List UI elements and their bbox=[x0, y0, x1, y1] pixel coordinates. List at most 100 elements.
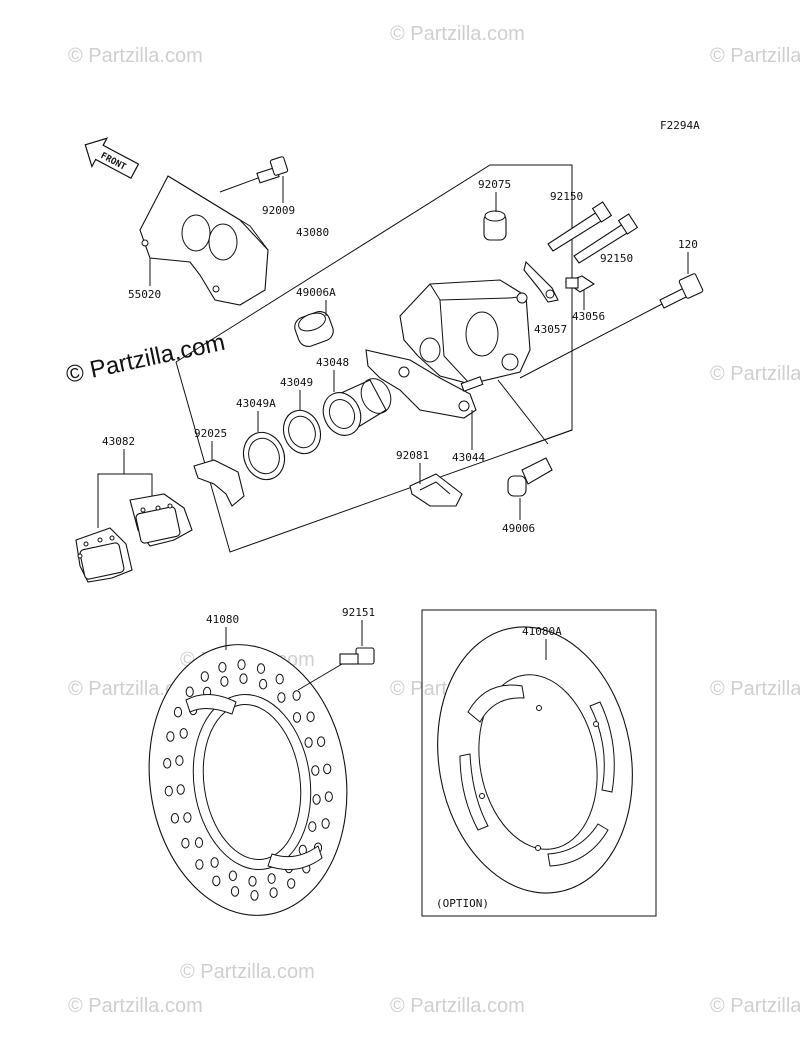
brake-disc-41080A bbox=[437, 626, 633, 894]
disc-drill-hole bbox=[317, 736, 326, 748]
disc-drill-hole bbox=[176, 784, 185, 795]
disc-drill-hole bbox=[166, 731, 175, 742]
boot-49006 bbox=[507, 457, 553, 497]
disc-drill-hole bbox=[306, 711, 315, 723]
disc-drill-hole bbox=[230, 886, 240, 897]
disc-drill-hole bbox=[175, 755, 184, 766]
disc-drill-hole bbox=[194, 837, 204, 848]
disc-drill-hole bbox=[311, 765, 320, 776]
part-label-49006A: 49006A bbox=[296, 286, 336, 299]
watermark: © Partzilla.com bbox=[710, 678, 800, 700]
watermark: © Partzilla.com bbox=[390, 23, 525, 45]
part-label-92025: 92025 bbox=[194, 427, 227, 440]
option-box bbox=[421, 609, 657, 917]
spring-43057 bbox=[523, 260, 559, 303]
pin-92150-b bbox=[573, 213, 639, 264]
watermark: © Partzilla.com bbox=[68, 995, 203, 1017]
part-label-43048: 43048 bbox=[316, 356, 349, 369]
pin-92150-a bbox=[547, 201, 613, 252]
disc-drill-hole bbox=[323, 763, 332, 775]
disc-drill-hole bbox=[239, 673, 248, 685]
disc-drill-hole bbox=[275, 673, 284, 685]
disc-drill-hole bbox=[173, 706, 183, 718]
disc-drill-hole bbox=[304, 737, 313, 748]
figure-code: F2294A bbox=[660, 119, 700, 132]
watermark: © Partzilla.com bbox=[710, 363, 800, 385]
boot-49006A bbox=[294, 311, 334, 347]
watermark: © Partzilla.com bbox=[710, 45, 800, 67]
part-label-43049: 43049 bbox=[280, 376, 313, 389]
part-label-43049A: 43049A bbox=[236, 397, 276, 410]
part-label-55020: 55020 bbox=[128, 288, 161, 301]
disc-drill-hole bbox=[267, 873, 276, 884]
disc-drill-hole bbox=[292, 690, 301, 701]
disc-drill-hole bbox=[185, 686, 194, 698]
option-label: (OPTION) bbox=[436, 897, 489, 910]
disc-drill-hole bbox=[259, 678, 268, 690]
piston-43048 bbox=[322, 378, 392, 436]
disc-drill-hole bbox=[228, 870, 237, 882]
disc-drill-hole bbox=[269, 887, 278, 899]
front-arrow-icon: FRONT bbox=[84, 137, 140, 180]
disc-drill-hole bbox=[195, 859, 204, 870]
disc-drill-hole bbox=[277, 692, 286, 703]
part-label-43044: 43044 bbox=[452, 451, 485, 464]
disc-drill-hole bbox=[183, 812, 192, 823]
bracket-55020 bbox=[139, 175, 269, 306]
disc-drill-hole bbox=[250, 890, 259, 901]
part-label-92150-a: 92150 bbox=[550, 190, 583, 203]
watermark-main: © Partzilla.com bbox=[64, 329, 228, 389]
part-label-49006: 49006 bbox=[502, 522, 535, 535]
disc-drill-hole bbox=[212, 875, 221, 887]
disc-drill-hole bbox=[312, 794, 321, 805]
disc-drill-hole bbox=[179, 728, 188, 739]
disc-drill-hole bbox=[200, 671, 209, 682]
disc-drill-hole bbox=[321, 818, 330, 829]
disc-drill-hole bbox=[218, 662, 227, 673]
seal-43049 bbox=[282, 409, 322, 455]
part-label-43080: 43080 bbox=[296, 226, 329, 239]
disc-drill-hole bbox=[287, 878, 296, 889]
caliper-assembly-frame bbox=[175, 164, 573, 553]
disc-drill-hole bbox=[324, 791, 333, 803]
brake-disc-41080 bbox=[148, 644, 348, 916]
bolt-92151 bbox=[297, 647, 375, 691]
disc-drill-hole bbox=[164, 785, 173, 797]
shim-92081 bbox=[409, 473, 463, 507]
disc-drill-hole bbox=[248, 876, 257, 887]
part-label-92150-b: 92150 bbox=[600, 252, 633, 265]
caliper-body bbox=[399, 279, 531, 385]
disc-drill-hole bbox=[163, 758, 172, 769]
disc-drill-hole bbox=[256, 663, 266, 674]
frame-line bbox=[529, 429, 573, 446]
part-label-43057: 43057 bbox=[534, 323, 567, 336]
bolt-120 bbox=[519, 273, 704, 379]
part-label-41080: 41080 bbox=[206, 613, 239, 626]
part-label-43082: 43082 bbox=[102, 435, 135, 448]
brake-pads-43082 bbox=[75, 493, 193, 583]
leader-43082-b bbox=[124, 473, 153, 496]
part-label-92009: 92009 bbox=[262, 204, 295, 217]
part-label-92075: 92075 bbox=[478, 178, 511, 191]
disc-drill-hole bbox=[292, 712, 302, 723]
part-label-92151: 92151 bbox=[342, 606, 375, 619]
leader-43082-a bbox=[97, 449, 125, 528]
bleeder-43056 bbox=[564, 275, 596, 293]
seal-43049A bbox=[242, 431, 286, 481]
boot-92075 bbox=[483, 210, 507, 241]
leader-caliper bbox=[497, 379, 549, 445]
disc-drill-hole bbox=[181, 837, 190, 849]
disc-drill-hole bbox=[308, 821, 317, 832]
part-label-92081: 92081 bbox=[396, 449, 429, 462]
bolt-92009 bbox=[219, 156, 289, 193]
part-label-120: 120 bbox=[678, 238, 698, 251]
disc-drill-hole bbox=[170, 813, 179, 824]
watermark: © Partzilla.com bbox=[710, 995, 800, 1017]
caliper-bracket-43044 bbox=[365, 349, 484, 419]
disc-drill-hole bbox=[237, 659, 246, 670]
part-label-43056: 43056 bbox=[572, 310, 605, 323]
spring-clip-92025 bbox=[193, 459, 245, 507]
watermark: © Partzilla.com bbox=[180, 961, 315, 983]
disc-drill-hole bbox=[210, 857, 219, 868]
